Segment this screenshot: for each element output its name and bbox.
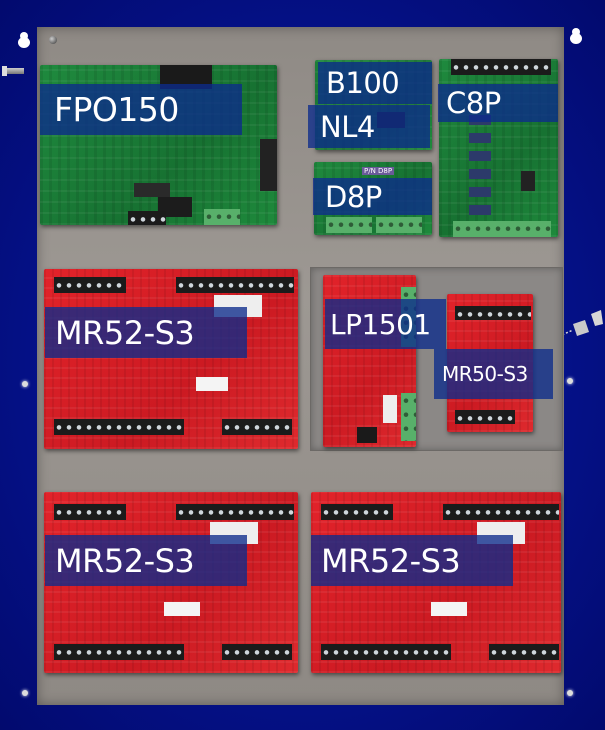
label-mr52-top: MR52-S3 (45, 307, 247, 358)
label-text: MR52-S3 (321, 541, 461, 580)
hinge-bolt (2, 66, 24, 76)
stud (22, 690, 28, 696)
tamper-cable (555, 310, 603, 339)
screw (49, 36, 57, 44)
mr52-board-top (44, 269, 298, 449)
label-text: C8P (446, 86, 501, 120)
label-lp1501: LP1501 (325, 299, 446, 349)
label-text: D8P (325, 179, 382, 214)
stud (567, 690, 573, 696)
label-text: FPO150 (54, 90, 179, 129)
stud (22, 381, 28, 387)
label-nl4: NL4 (308, 105, 430, 148)
label-text: LP1501 (330, 307, 431, 341)
label-mr50: MR50-S3 (434, 349, 553, 399)
label-mr52-bottom-left: MR52-S3 (45, 535, 247, 586)
label-d8p: D8P (313, 178, 432, 215)
label-b100: B100 (318, 62, 432, 104)
label-text: MR52-S3 (55, 313, 195, 352)
label-mr52-bottom-right: MR52-S3 (311, 535, 513, 586)
stud (567, 378, 573, 384)
label-fpo150: FPO150 (40, 84, 242, 135)
mounting-keyhole-right (570, 28, 582, 44)
d8p-part-number: P/N D8P (362, 167, 395, 175)
backplate: P/N D8P (37, 27, 564, 705)
label-text: MR50-S3 (442, 362, 528, 386)
mounting-keyhole-left (18, 32, 30, 48)
label-text: NL4 (320, 109, 375, 144)
label-text: B100 (326, 66, 400, 100)
label-c8p: C8P (438, 84, 558, 122)
label-text: MR52-S3 (55, 541, 195, 580)
